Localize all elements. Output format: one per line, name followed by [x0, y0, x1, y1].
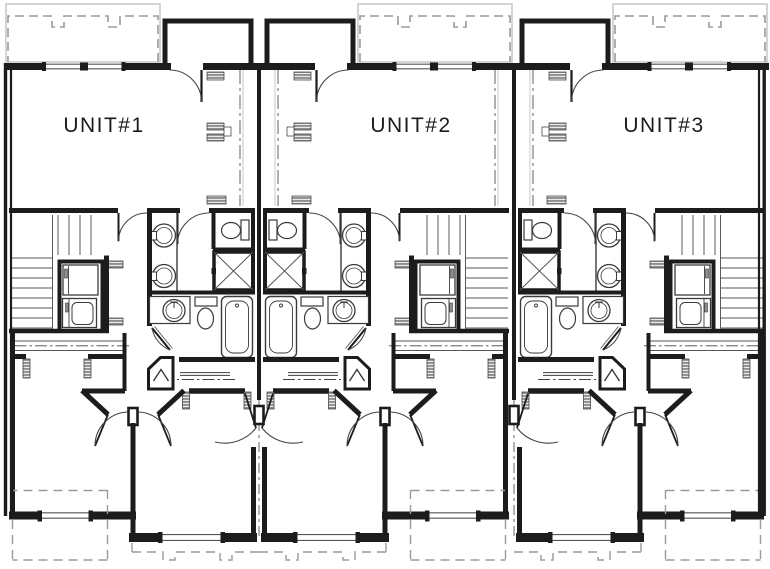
exterior-wall-left [3, 63, 13, 516]
unit-3-label: UNIT#3 [623, 114, 704, 137]
exterior-wall-right [757, 63, 766, 516]
unit-2-label: UNIT#2 [370, 114, 451, 137]
unit-2-plan [259, 4, 514, 564]
unit-1-label: UNIT#1 [63, 114, 144, 137]
unit-1-plan [4, 4, 259, 564]
unit-3-plan [514, 4, 769, 564]
